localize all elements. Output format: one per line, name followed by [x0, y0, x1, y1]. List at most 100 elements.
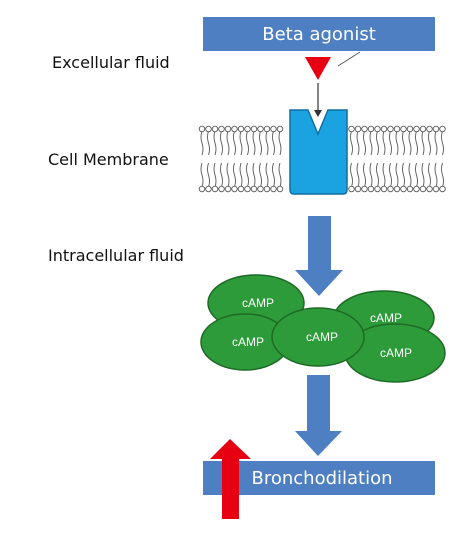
intracellular-label: Intracellular fluid: [48, 246, 184, 265]
bronchodilation-box: [203, 461, 435, 495]
lipid-tail: [415, 130, 418, 156]
lipid-head: [432, 185, 440, 193]
lipid-tail: [278, 130, 282, 156]
beta-agonist-label: Beta agonist: [262, 24, 376, 45]
lipid-tail: [213, 130, 217, 156]
lipid-tail: [246, 130, 249, 156]
lipid-head: [426, 185, 433, 193]
lipid-tail: [356, 162, 360, 188]
lipid-head: [367, 185, 375, 193]
flow-arrow-receptor-to-camp: [295, 216, 343, 296]
lipid-head: [257, 185, 264, 193]
lipid-head: [244, 185, 251, 193]
lipid-tail: [226, 130, 230, 156]
lipid-tail: [265, 162, 269, 188]
lipid-tail: [272, 162, 275, 188]
lipid-tail: [239, 130, 243, 156]
beta-receptor: [289, 109, 348, 195]
lipid-tail: [226, 162, 230, 188]
lipid-head: [380, 185, 388, 193]
lipid-tail: [441, 130, 444, 156]
lipid-tail: [369, 162, 373, 188]
lipid-head: [439, 185, 446, 193]
lipid-head: [432, 125, 440, 133]
lipid-tail: [389, 162, 392, 188]
lipid-head: [354, 125, 362, 133]
lipid-head: [439, 125, 446, 133]
lipid-tail: [421, 130, 425, 156]
lipid-tail: [246, 162, 249, 188]
lipid-head: [367, 125, 375, 133]
lipid-head: [237, 185, 245, 193]
camp-label: cAMP: [232, 335, 264, 349]
camp-label: cAMP: [242, 296, 274, 310]
lipid-head: [374, 125, 381, 133]
lipid-tail: [363, 162, 366, 188]
lipid-tail: [434, 162, 438, 188]
lipid-tail: [259, 162, 262, 188]
lipid-tail: [356, 130, 360, 156]
lipid-head: [211, 185, 219, 193]
lipid-tail: [278, 162, 282, 188]
lipid-head: [406, 125, 414, 133]
lipid-head: [263, 185, 271, 193]
lipid-head: [205, 125, 212, 133]
lipid-head: [263, 125, 271, 133]
lipid-tail: [382, 130, 386, 156]
lipid-tail: [428, 130, 431, 156]
lipid-tail: [428, 162, 431, 188]
lipid-tail: [402, 130, 405, 156]
lipid-tail: [200, 130, 204, 156]
lipid-head: [276, 125, 284, 133]
lipid-head: [361, 185, 368, 193]
lipid-head: [237, 125, 245, 133]
lipid-head: [257, 125, 264, 133]
camp-ellipse: [271, 307, 365, 367]
lipid-head: [354, 185, 362, 193]
lipid-tail: [369, 130, 373, 156]
beta-agonist-box: [203, 17, 435, 51]
lipid-tail: [233, 162, 236, 188]
lipid-head: [224, 185, 232, 193]
lipid-head: [218, 125, 225, 133]
lipid-tail: [233, 130, 236, 156]
lipid-tail: [408, 130, 412, 156]
increase-arrow: [210, 439, 251, 519]
lipid-head: [231, 125, 238, 133]
extracellular-label: Excellular fluid: [52, 53, 170, 72]
lipid-tail: [376, 130, 379, 156]
lipid-tail: [200, 162, 204, 188]
lipid-head: [270, 125, 277, 133]
lipid-head: [348, 125, 355, 133]
camp-label: cAMP: [370, 311, 402, 325]
lipid-head: [348, 185, 355, 193]
lipid-head: [270, 185, 277, 193]
lipid-head: [250, 185, 258, 193]
flow-arrow-camp-to-effect: [295, 375, 342, 456]
lipid-tail: [350, 162, 353, 188]
lipid-tail: [395, 162, 399, 188]
lipid-tail: [213, 162, 217, 188]
lipid-tail: [434, 130, 438, 156]
lipid-head: [393, 185, 401, 193]
lipid-tail: [421, 162, 425, 188]
lipid-head: [198, 125, 206, 133]
membrane-label: Cell Membrane: [48, 150, 169, 169]
lipid-head: [419, 185, 427, 193]
lipid-tail: [252, 130, 256, 156]
lipid-tail: [408, 162, 412, 188]
camp-cluster: cAMP cAMP cAMP cAMP cAMP: [200, 274, 446, 383]
lipid-tail: [272, 130, 275, 156]
lipid-head: [231, 185, 238, 193]
lipid-tail: [382, 162, 386, 188]
lipid-tail: [395, 130, 399, 156]
lipid-head: [387, 125, 394, 133]
lipid-head: [413, 125, 420, 133]
binding-arrow-head: [314, 110, 322, 117]
lipid-head: [374, 185, 381, 193]
ligand-triangle: [305, 57, 331, 80]
lipid-tail: [252, 162, 256, 188]
lipid-tail: [207, 162, 210, 188]
lipid-tail: [207, 130, 210, 156]
